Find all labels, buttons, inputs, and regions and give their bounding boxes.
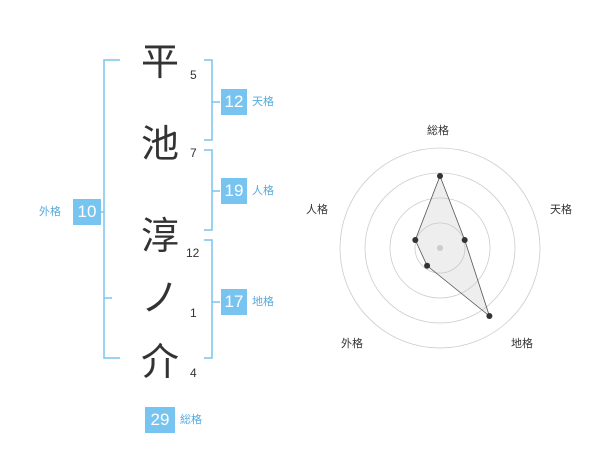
- soukaku-value: 29: [145, 407, 175, 433]
- radar-point-3: [486, 313, 493, 319]
- radar-axis-label-tenkaku: 天格: [550, 203, 572, 216]
- name-char-2: 池: [140, 122, 179, 166]
- gaikaku-value: 10: [73, 199, 101, 225]
- chikaku-label: 地格: [252, 295, 274, 308]
- radar-axis-label-chikaku: 地格: [511, 337, 533, 350]
- name-char-3: 淳: [140, 214, 179, 258]
- stroke-count-4: 1: [190, 306, 197, 320]
- radar-point-4: [424, 262, 431, 269]
- radar-series-polygon: [414, 174, 491, 318]
- radar-point-5: [412, 237, 419, 243]
- gaikaku-label: 外格: [39, 205, 61, 218]
- radar-ring-4: [339, 147, 541, 349]
- radar-axis-label-gaikaku: 外格: [341, 337, 363, 350]
- jinkaku-label: 人格: [252, 184, 274, 197]
- tenkaku-bracket: [204, 59, 213, 141]
- radar-axis-label-jinkaku: 人格: [306, 203, 328, 216]
- chikaku-bracket: [204, 239, 213, 359]
- radar-axis-label-soukaku: 総格: [427, 124, 449, 137]
- tenkaku-label: 天格: [252, 95, 274, 108]
- name-char-4: ノ: [140, 276, 179, 320]
- radar-point-2: [461, 237, 468, 243]
- jinkaku-bracket: [204, 149, 213, 231]
- radar-center-dot: [437, 245, 443, 251]
- stroke-count-2: 7: [190, 146, 197, 160]
- soukaku-label: 総格: [180, 413, 202, 426]
- chikaku-value: 17: [221, 289, 247, 315]
- tenkaku-value: 12: [221, 89, 247, 115]
- name-char-5: 介: [140, 340, 179, 384]
- stroke-count-5: 4: [190, 366, 197, 380]
- radar-ring-2: [389, 197, 491, 299]
- gaikaku-bracket: [103, 59, 120, 359]
- radar-ring-1: [414, 222, 466, 274]
- jinkaku-value: 19: [221, 178, 247, 204]
- stroke-count-1: 5: [190, 68, 197, 82]
- radar-point-1: [437, 173, 443, 179]
- name-char-1: 平: [140, 40, 179, 84]
- stroke-count-3: 12: [186, 246, 200, 260]
